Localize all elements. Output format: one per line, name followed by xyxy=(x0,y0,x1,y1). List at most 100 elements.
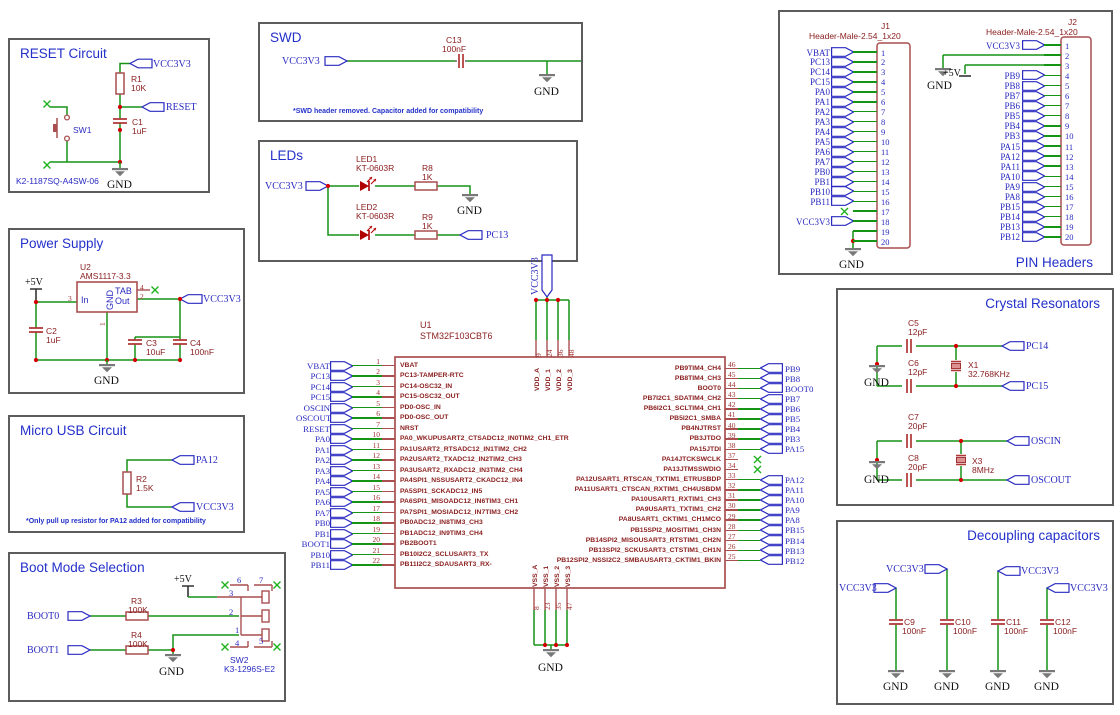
capacitor-c11[interactable] xyxy=(990,619,1006,625)
u1-left-pin-row[interactable]: PB0 18 PB0ADC12_IN8TIM3_CH3 xyxy=(296,514,726,528)
j2-pin-row[interactable]: PB5 8 xyxy=(780,110,1115,122)
vcc3v3-flag[interactable] xyxy=(129,58,153,69)
j1-pin-net-label[interactable]: VBAT xyxy=(806,47,830,58)
j1-pin-net-label[interactable]: PB11 xyxy=(810,196,830,207)
net-flag-icon[interactable] xyxy=(760,474,783,485)
c7-ref[interactable]: C7 xyxy=(908,412,919,422)
net-label-vcc3v3[interactable]: VCC3V3 xyxy=(530,257,541,295)
j2-pin-net-label[interactable]: PB15 xyxy=(999,202,1020,213)
u1-pin-net-label[interactable]: PB12 xyxy=(785,555,805,566)
u1-pin-net-label[interactable]: RESET xyxy=(303,423,330,434)
net-flag-icon[interactable] xyxy=(1022,211,1045,222)
u1-left-pin-row[interactable]: PA1 11 PA1USART2_RTSADC12_IN1TIM2_CH2 xyxy=(296,441,726,455)
net-label-reset[interactable]: RESET xyxy=(166,102,197,113)
c9-ref[interactable]: C9 xyxy=(904,617,915,627)
u1-vdd-pin[interactable]: 48 VDD_3 xyxy=(567,300,581,395)
c8-value[interactable]: 20pF xyxy=(908,462,928,472)
u1-pin-net-label[interactable]: PB5 xyxy=(785,414,801,425)
r1-value[interactable]: 10K xyxy=(131,83,147,93)
j2-pin-row[interactable]: PB15 17 xyxy=(780,201,1115,213)
net-flag-icon[interactable] xyxy=(760,413,783,424)
oscin-flag[interactable] xyxy=(1006,436,1030,446)
net-flag-icon[interactable] xyxy=(1022,151,1045,162)
u1-right-pin-row[interactable]: PA15JTDI 38 PA15 xyxy=(420,441,850,455)
c13-value[interactable]: 100nF xyxy=(442,44,467,54)
net-flag-icon[interactable] xyxy=(760,484,783,495)
u1-left-pin-row[interactable]: BOOT1 20 PB2BOOT1 xyxy=(296,535,726,549)
net-label-pa12[interactable]: PA12 xyxy=(196,455,218,466)
net-label-vcc3v3[interactable]: VCC3V3 xyxy=(153,59,191,70)
r2-ref[interactable]: R2 xyxy=(136,474,147,484)
j2-pin-net-label[interactable]: PB5 xyxy=(1004,111,1020,122)
net-flag-icon[interactable] xyxy=(1022,201,1045,212)
j2-pin-row[interactable]: VCC3V3 1 xyxy=(780,40,1115,51)
x1-value[interactable]: 32.768KHz xyxy=(968,369,1011,379)
sw2-part[interactable]: K3-1296S-E2 xyxy=(224,664,276,674)
u1-right-pin-row[interactable]: PA14JTCKSWCLK 37 xyxy=(420,451,850,464)
c13-ref[interactable]: C13 xyxy=(446,35,462,45)
c1-value[interactable]: 1uF xyxy=(132,126,147,136)
capacitor-c8[interactable] xyxy=(906,472,912,488)
net-flag-icon[interactable] xyxy=(1022,141,1045,152)
u1-right-pin-row[interactable]: PA13JTMSSWDIO 34 xyxy=(420,461,850,474)
net-flag-icon[interactable] xyxy=(760,545,783,556)
j2-pin-net-label[interactable]: PA8 xyxy=(1004,192,1020,202)
j1-pin-net-label[interactable]: PA0 xyxy=(814,87,830,98)
u1-right-pin-row[interactable]: PB7I2C1_SDATIM4_CH2 43 PB7 xyxy=(420,390,850,404)
j2-pin-net-label[interactable]: PA12 xyxy=(1000,151,1020,162)
x3-value[interactable]: 8MHz xyxy=(972,465,995,475)
j2-pin-row[interactable]: PB6 7 xyxy=(780,100,1115,111)
u1-left-pin-row[interactable]: PA0 10 PA0_WKUPUSART2_CTSADC12_IN0TIM2_C… xyxy=(296,430,726,444)
crystal-x1[interactable] xyxy=(950,360,962,372)
net-flag-icon[interactable] xyxy=(1022,110,1045,121)
plus5v-label[interactable]: +5V xyxy=(25,277,43,288)
x1-ref[interactable]: X1 xyxy=(968,360,979,370)
regulator-u2[interactable] xyxy=(76,281,138,313)
c6-value[interactable]: 12pF xyxy=(908,367,928,377)
net-flag-icon[interactable] xyxy=(330,518,353,528)
j1-pin-net-label[interactable]: PC13 xyxy=(809,57,830,68)
u1-pin-net-label[interactable]: PC13 xyxy=(310,371,330,382)
u1-pin-net-label[interactable]: OSCIN xyxy=(303,402,330,413)
j2-pin-row[interactable]: PB9 4 xyxy=(780,70,1115,81)
capacitor-c7[interactable] xyxy=(906,433,912,449)
u2-value[interactable]: AMS1117-3.3 xyxy=(80,271,131,281)
net-label-vcc3v3[interactable]: VCC3V3 xyxy=(886,564,924,575)
c3-value[interactable]: 10uF xyxy=(146,347,166,357)
u1-right-pin-row[interactable]: PA8USART1_CKTIM1_CH1MCO 29 PA8 xyxy=(420,512,850,526)
net-label-vcc3v3[interactable]: VCC3V3 xyxy=(1021,566,1059,577)
u1-left-pin-row[interactable]: PB10 21 PB10I2C2_SCLUSART3_TX xyxy=(296,546,726,560)
resistor-r1[interactable] xyxy=(115,72,125,95)
led2-ref[interactable]: LED2 xyxy=(356,202,378,212)
j2-pin-row[interactable]: 3 xyxy=(780,60,1115,71)
u1-right-pin-row[interactable]: PB6I2C1_SCLTIM4_CH1 42 PB6 xyxy=(420,400,850,414)
net-label-boot0[interactable]: BOOT0 xyxy=(27,611,60,622)
vcc3v3-flag[interactable] xyxy=(171,502,195,512)
u1-pin-net-label[interactable]: OSCOUT xyxy=(296,413,332,424)
u1-pin-net-label[interactable]: PA4 xyxy=(315,476,330,487)
capacitor-c9[interactable] xyxy=(888,619,904,625)
net-flag-icon[interactable] xyxy=(760,383,783,394)
c9-value[interactable]: 100nF xyxy=(902,626,927,636)
u1-pin-net-label[interactable]: PB13 xyxy=(785,545,805,556)
j1-pin-row[interactable]: PA5 10 xyxy=(790,136,940,147)
u1-right-pin-row[interactable]: PB5I2C1_SMBA 41 PB5 xyxy=(420,410,850,425)
sw2-ref[interactable]: SW2 xyxy=(230,655,249,665)
net-flag-icon[interactable] xyxy=(760,515,783,525)
u1-right-pin-row[interactable]: PA9USART1_TXTIM1_CH2 30 PA9 xyxy=(420,501,850,515)
j1-pin-net-label[interactable]: PA2 xyxy=(814,107,830,118)
c10-ref[interactable]: C10 xyxy=(955,617,971,627)
u1-pin-net-label[interactable]: PB10 xyxy=(310,549,330,560)
j2-pin-row[interactable]: PB14 18 xyxy=(780,211,1115,222)
net-flag-icon[interactable] xyxy=(1022,232,1045,242)
led1-ref[interactable]: LED1 xyxy=(356,154,378,164)
j1-pin-net-label[interactable]: PA7 xyxy=(814,156,830,167)
capacitor-c10[interactable] xyxy=(939,619,955,625)
c4-ref[interactable]: C4 xyxy=(190,338,201,348)
switch-sw2-pole2[interactable] xyxy=(261,609,270,623)
u1-pin-net-label[interactable]: PA1 xyxy=(315,444,330,455)
j1-pin-row[interactable]: PA6 11 xyxy=(790,146,940,157)
j1-pin-row[interactable]: 17 xyxy=(790,206,940,217)
resistor-r8[interactable] xyxy=(414,181,438,191)
capacitor-c6[interactable] xyxy=(906,378,912,394)
